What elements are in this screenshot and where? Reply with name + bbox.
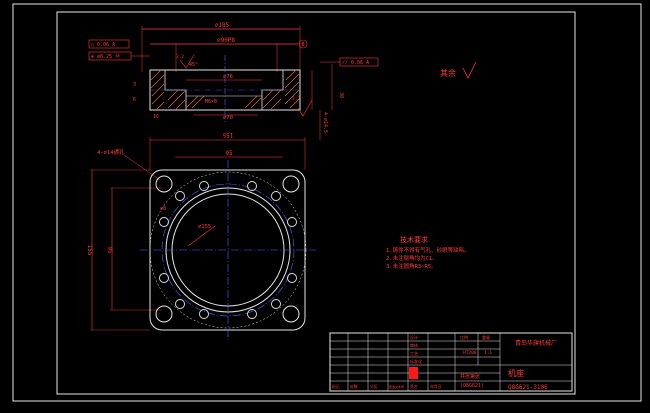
svg-text:工艺: 工艺: [410, 351, 418, 356]
dim-r: ⌀8: [160, 206, 166, 212]
svg-text:处数: 处数: [350, 384, 358, 389]
title-scale: 1:1: [484, 350, 492, 356]
dim-angle: 45°: [189, 62, 198, 68]
svg-text:□ 0.06 A: □ 0.06 A: [91, 42, 115, 48]
title-school: 青岛华旗机械厂: [515, 339, 557, 347]
svg-text:设计: 设计: [410, 334, 418, 340]
red-marker-block: [409, 367, 418, 379]
outer-frame: [12, 3, 642, 402]
roughness-mark-a: [297, 99, 313, 117]
datum-b-symbol: [298, 39, 308, 49]
tech-req-item-2: 2.未注倒角均为C1。: [386, 254, 438, 262]
roughness-note-symbol: [462, 61, 477, 79]
tech-req-item-3: 3.未注圆角R3~R5。: [386, 262, 437, 270]
tolerance-frame-left-2: ⊕ ⌀0.25 Ⓜ: [88, 51, 132, 61]
holes-note: 4-⌀14通孔: [97, 148, 125, 156]
dim-185: ⌀185: [215, 22, 230, 29]
dim-h155: 155: [86, 245, 93, 256]
tolerance-frame-left-1: □ 0.06 A: [88, 39, 130, 49]
dim-16: 16: [153, 114, 159, 120]
svg-text:签名: 签名: [410, 384, 418, 389]
dim-76: ⌀76: [223, 74, 233, 80]
svg-text:分区: 分区: [370, 384, 378, 389]
title-code: (Q8G621): [460, 383, 484, 389]
svg-text:3.2: 3.2: [292, 96, 300, 102]
dim-bolt-circle: ⌀155: [198, 224, 211, 230]
dim-w155: 155: [222, 131, 233, 138]
svg-text:重量: 重量: [482, 334, 490, 340]
svg-text:标记: 标记: [332, 384, 340, 389]
svg-text:⊕ ⌀0.25 Ⓜ: ⊕ ⌀0.25 Ⓜ: [91, 53, 120, 60]
title-drawing-no: Q8G621-3106: [508, 384, 548, 391]
svg-text:标准化: 标准化: [410, 358, 422, 364]
tech-req-title: 技术要求: [400, 235, 428, 244]
dim-90: ⌀90P8: [217, 37, 235, 44]
svg-text:更改文件号: 更改文件号: [389, 384, 404, 389]
svg-text:审核: 审核: [410, 342, 418, 348]
dim-70: ⌀70: [223, 115, 233, 121]
dim-h95: 95: [106, 246, 113, 254]
roughness-note: 其余: [440, 68, 456, 78]
svg-text:比例: 比例: [460, 334, 468, 340]
svg-text:B: B: [301, 42, 304, 48]
dim-30: 30: [338, 92, 344, 98]
front-plan-view: 155 95 155 95 4-⌀14通孔: [86, 131, 316, 340]
dim-hatch: M6×8: [205, 99, 217, 105]
title-block: 青岛华旗机械厂 机座 Q8G621-3106 HT200 1:1 共张第张 (Q…: [329, 332, 573, 392]
roughness-mark-b: [179, 54, 195, 69]
title-sheet: 共张第张: [460, 373, 480, 380]
title-material: HT200: [463, 350, 477, 356]
inner-frame: [56, 11, 576, 395]
title-part-name: 机座: [508, 368, 524, 378]
technical-requirements: 技术要求 1.铸件不得有气孔、砂眼等缺陷。 2.未注倒角均为C1。 3.未注圆角…: [386, 235, 470, 270]
svg-text:// 0.06 A: // 0.06 A: [342, 60, 369, 66]
svg-text:年月日: 年月日: [430, 384, 442, 389]
dim-w95: 95: [225, 150, 233, 157]
dim-3: 3: [133, 82, 136, 88]
top-section-view: ⌀185 ⌀90P8 ⌀76: [88, 22, 379, 140]
side-holes-note: 4-⌀14.5: [322, 112, 328, 133]
dim-6: 6: [133, 97, 136, 103]
svg-text:3.2: 3.2: [176, 54, 184, 60]
tech-req-item-1: 1.铸件不得有气孔、砂眼等缺陷。: [386, 246, 470, 254]
tolerance-frame-right: // 0.06 A: [339, 57, 379, 67]
